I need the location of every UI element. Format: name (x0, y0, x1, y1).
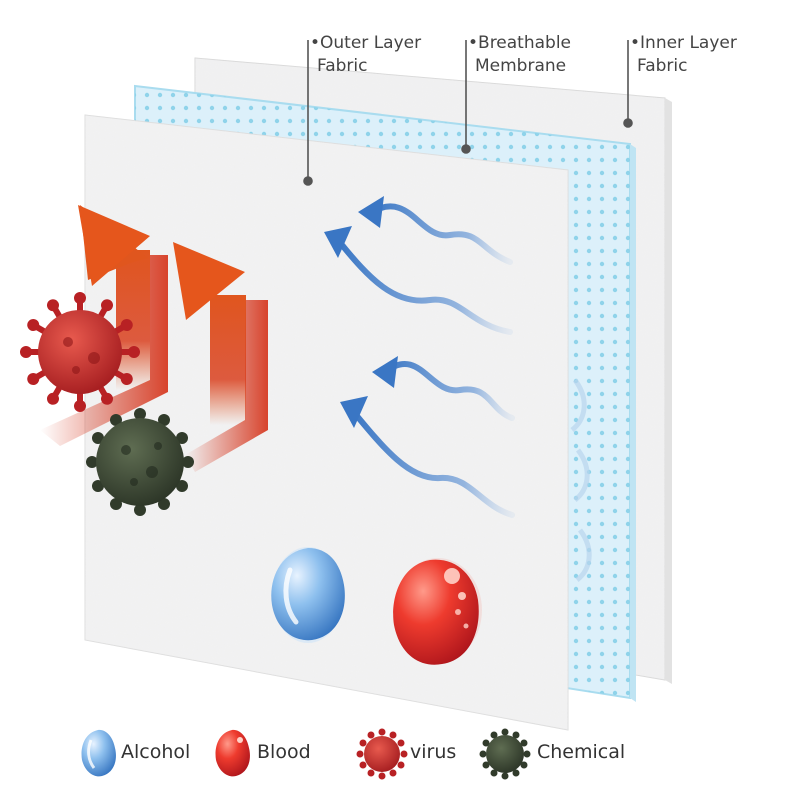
inner-layer-label: •Inner Layer Fabric (630, 32, 737, 78)
inner-layer-label-line2: Fabric (637, 56, 688, 76)
blood-droplet (393, 558, 482, 665)
legend-virus-label: virus (410, 741, 457, 763)
membrane-label: •Breathable Membrane (468, 32, 571, 78)
airflow-wave-4 (349, 407, 515, 518)
blocked-arrow-left (40, 205, 168, 446)
legend-virus-icon (356, 728, 408, 780)
membrane-label-line2: Membrane (475, 56, 567, 76)
membrane-label-line1: •Breathable (468, 33, 572, 53)
airflow-waves (335, 203, 515, 518)
outer-layer-label: •Outer Layer Fabric (310, 32, 421, 78)
airflow-wave-1 (369, 203, 513, 265)
airflow-wave-3 (382, 361, 515, 421)
legend-blood-label: Blood (257, 741, 311, 763)
label-pointers (303, 40, 633, 186)
legend-alcohol-icon (81, 729, 116, 777)
alcohol-droplet (271, 547, 345, 643)
virus-particle (20, 292, 140, 412)
legend-blood-icon (215, 729, 250, 777)
legend-chemical-label: Chemical (537, 741, 626, 763)
outer-layer-label-line2: Fabric (317, 56, 368, 76)
airflow-wave-2 (335, 237, 513, 335)
airflow-ghost-waves (570, 378, 592, 582)
legend-alcohol-label: Alcohol (121, 741, 191, 763)
chemical-particle (86, 408, 194, 516)
airflow-arrowheads (324, 196, 398, 428)
legend-chemical-icon (479, 728, 531, 780)
outer-layer-label-line1: •Outer Layer (310, 33, 422, 53)
blocked-arrow-right (173, 242, 268, 472)
inner-layer-label-line1: •Inner Layer (630, 33, 737, 53)
